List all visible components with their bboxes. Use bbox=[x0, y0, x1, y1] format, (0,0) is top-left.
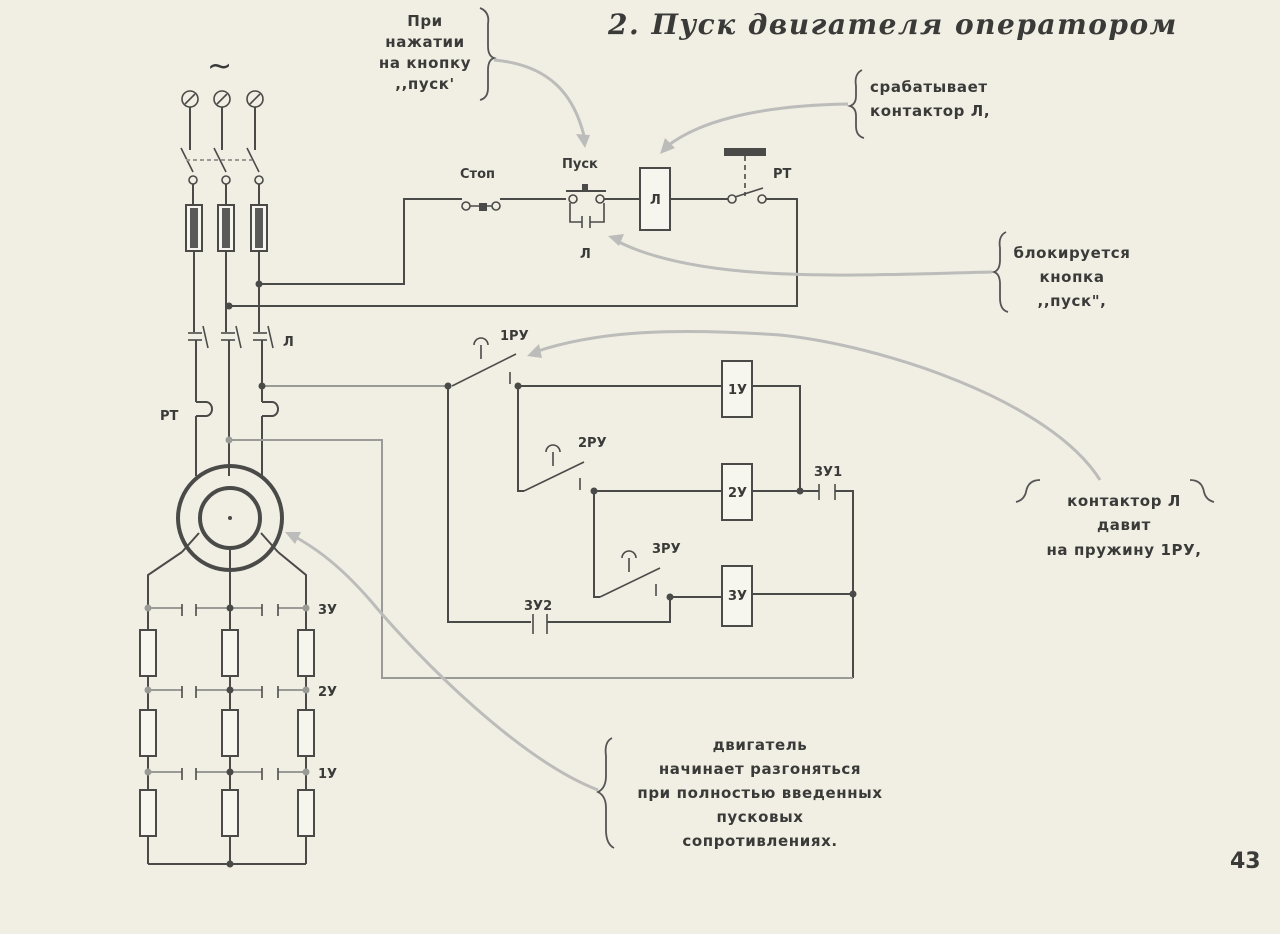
annotation-line: кнопка bbox=[1039, 268, 1104, 286]
annotation-button-locked: блокируется кнопка ,,пуск", bbox=[608, 231, 1131, 313]
label-1u-coil: 1У bbox=[728, 383, 747, 398]
annotation-line: контактор Л, bbox=[870, 102, 990, 120]
annotation-line: нажатии bbox=[385, 33, 464, 51]
annotation-line: начинает разгоняться bbox=[659, 760, 861, 778]
annotation-line: двигатель bbox=[713, 736, 808, 754]
control-circuit-relays: 1РУ 1У 2РУ 2У 3У1 3РУ 3У bbox=[225, 329, 857, 679]
label-3u2: 3У2 bbox=[524, 599, 552, 614]
annotation-press-start: При нажатии на кнопку ,,пуск' bbox=[379, 7, 590, 148]
label-start: Пуск bbox=[562, 157, 598, 172]
power-supply: ~ bbox=[180, 49, 264, 205]
fuses bbox=[185, 204, 268, 252]
motor bbox=[176, 464, 284, 572]
annotation-line: При bbox=[407, 12, 443, 30]
annotation-contactor-presses: контактор Л давит на пружину 1РУ, bbox=[527, 329, 1215, 559]
coil-l bbox=[639, 167, 671, 231]
label-3u1: 3У1 bbox=[814, 465, 842, 480]
label-res-3u: 3У bbox=[318, 603, 337, 618]
label-1ru: 1РУ bbox=[500, 329, 529, 344]
starting-resistors: 3У 2У 1У bbox=[139, 603, 337, 868]
annotation-line: давит bbox=[1097, 516, 1151, 534]
annotation-line: срабатывает bbox=[870, 78, 988, 96]
thermal-relay-rt: РТ bbox=[160, 401, 279, 424]
ac-symbol: ~ bbox=[207, 49, 232, 84]
label-3u-coil: 3У bbox=[728, 589, 747, 604]
annotation-contactor-trips: срабатывает контактор Л, bbox=[660, 69, 990, 154]
label-l-main: Л bbox=[283, 335, 294, 350]
label-res-1u: 1У bbox=[318, 767, 337, 782]
annotation-line: на кнопку bbox=[379, 54, 471, 72]
coil-3u bbox=[721, 565, 753, 627]
annotation-line: ,,пуск", bbox=[1038, 292, 1107, 310]
coil-1u bbox=[721, 360, 753, 418]
annotation-motor-accelerates: двигатель начинает разгоняться при полно… bbox=[285, 532, 882, 850]
label-l-coil: Л bbox=[650, 193, 661, 208]
annotation-line: при полностью введенных bbox=[637, 784, 882, 802]
main-contacts-l: Л bbox=[188, 325, 294, 350]
label-l-contact: Л bbox=[580, 247, 591, 262]
label-rt-left: РТ bbox=[160, 409, 179, 424]
page-number: 43 bbox=[1230, 849, 1261, 874]
label-stop: Стоп bbox=[460, 167, 495, 182]
label-rt-top: РТ bbox=[773, 167, 792, 182]
annotation-line: на пружину 1РУ, bbox=[1046, 541, 1201, 559]
annotation-line: блокируется bbox=[1014, 244, 1131, 262]
annotation-line: ,,пуск' bbox=[395, 75, 454, 93]
annotation-line: сопротивлениях. bbox=[682, 832, 837, 850]
diagram-title: 2. Пуск двигателя оператором bbox=[607, 8, 1178, 41]
label-res-2u: 2У bbox=[318, 685, 337, 700]
control-circuit-top: Стоп Пуск Л Л РТ bbox=[225, 148, 798, 310]
label-3ru: 3РУ bbox=[652, 542, 681, 557]
annotation-line: контактор Л bbox=[1067, 492, 1181, 510]
annotation-line: пусковых bbox=[716, 808, 803, 826]
label-2u-coil: 2У bbox=[728, 486, 747, 501]
label-2ru: 2РУ bbox=[578, 436, 607, 451]
